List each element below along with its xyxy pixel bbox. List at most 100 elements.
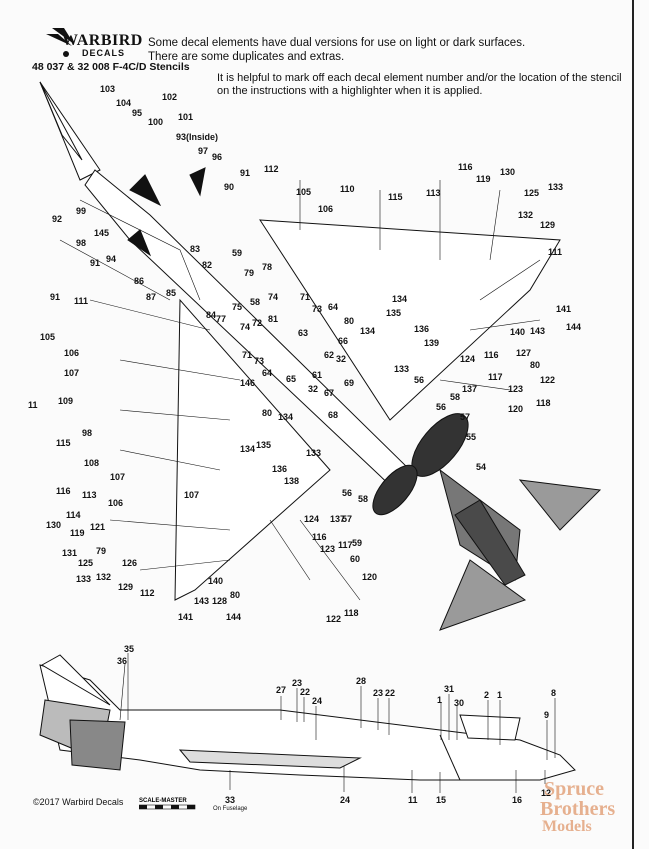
callout-144b: 144	[226, 612, 241, 622]
callout-91b: 91	[240, 168, 250, 178]
callout-73b: 73	[254, 356, 264, 366]
callout-24: 24	[312, 696, 322, 706]
callout-92: 92	[52, 214, 62, 224]
notice-line-2: There are some duplicates and extras.	[148, 51, 345, 63]
callout-133d: 133	[76, 574, 91, 584]
product-code: 48 037 & 32 008 F-4C/D Stencils	[32, 61, 190, 73]
callout-78: 78	[262, 262, 272, 272]
callout-93-inside: 93(Inside)	[176, 132, 218, 142]
callout-11b: 11	[408, 795, 418, 805]
callout-86: 86	[134, 276, 144, 286]
callout-99: 99	[76, 206, 86, 216]
callout-117: 117	[488, 372, 503, 382]
callout-72: 72	[252, 318, 262, 328]
callout-115: 115	[388, 192, 403, 202]
callout-131: 131	[62, 548, 77, 558]
callout-81: 81	[268, 314, 278, 324]
callout-119b: 119	[70, 528, 85, 538]
callout-116c: 116	[312, 532, 327, 542]
callout-59: 59	[232, 248, 242, 258]
callout-120b: 120	[362, 572, 377, 582]
callout-130: 130	[500, 167, 515, 177]
callout-55: 55	[466, 432, 476, 442]
tip-line-2: on the instructions with a highlighter w…	[217, 85, 483, 97]
callout-106b: 106	[64, 348, 79, 358]
callout-62: 62	[324, 350, 334, 360]
callout-129: 129	[540, 220, 555, 230]
callout-125b: 125	[78, 558, 93, 568]
callout-124b: 124	[304, 514, 319, 524]
callout-31: 31	[444, 684, 454, 694]
callout-105b: 105	[40, 332, 55, 342]
callout-101: 101	[178, 112, 193, 122]
callout-58: 58	[450, 392, 460, 402]
callout-121: 121	[90, 522, 105, 532]
callout-23b: 23	[373, 688, 383, 698]
callout-82: 82	[202, 260, 212, 270]
callout-130b: 130	[46, 520, 61, 530]
callout-139: 139	[424, 338, 439, 348]
callout-123b: 123	[320, 544, 335, 554]
callout-23: 23	[292, 678, 302, 688]
callout-109: 109	[58, 396, 73, 406]
callout-84: 84	[206, 310, 216, 320]
callout-67: 67	[324, 388, 334, 398]
logo-wordmark: WARBIRD	[62, 32, 143, 49]
callout-11: 11	[28, 400, 38, 410]
callout-63: 63	[298, 328, 308, 338]
callout-134d: 134	[240, 444, 255, 454]
callout-85: 85	[166, 288, 176, 298]
callout-128: 128	[212, 596, 227, 606]
callout-133c: 133	[306, 448, 321, 458]
callout-138: 138	[284, 476, 299, 486]
callout-105: 105	[296, 187, 311, 197]
callout-134: 134	[392, 294, 407, 304]
callout-133: 133	[548, 182, 563, 192]
callout-32: 32	[336, 354, 346, 364]
callout-118b: 118	[344, 608, 359, 618]
callout-124: 124	[460, 354, 475, 364]
callout-54: 54	[476, 462, 486, 472]
callout-110: 110	[340, 184, 355, 194]
callout-77: 77	[216, 314, 226, 324]
callout-1b: 1	[497, 690, 502, 700]
callout-115b: 115	[56, 438, 71, 448]
callout-32b: 32	[308, 384, 318, 394]
callout-74: 74	[268, 292, 278, 302]
callout-112: 112	[264, 164, 279, 174]
page-border	[632, 0, 634, 849]
callout-134b: 134	[360, 326, 375, 336]
callout-114: 114	[66, 510, 81, 520]
callout-28: 28	[356, 676, 366, 686]
callout-123: 123	[508, 384, 523, 394]
callout-80c: 80	[262, 408, 272, 418]
callout-146: 146	[240, 378, 255, 388]
fuselage-note: On Fuselage	[213, 806, 248, 812]
watermark: Spruce Brothers Models	[536, 778, 644, 842]
callout-79b: 79	[96, 546, 106, 556]
callout-73: 73	[312, 304, 322, 314]
callout-2: 2	[484, 690, 489, 700]
callout-141b: 141	[178, 612, 193, 622]
callout-122b: 122	[326, 614, 341, 624]
callout-16: 16	[512, 795, 522, 805]
callout-80b: 80	[344, 316, 354, 326]
callout-112b: 112	[140, 588, 155, 598]
callout-57: 57	[460, 412, 470, 422]
callout-27: 27	[276, 685, 286, 695]
callout-90: 90	[224, 182, 234, 192]
callout-61: 61	[312, 370, 322, 380]
callout-97: 97	[198, 146, 208, 156]
callout-127: 127	[516, 348, 531, 358]
callout-103: 103	[100, 84, 115, 94]
scalemaster-logo-icon: SCALE-MASTER	[139, 798, 196, 810]
callout-144: 144	[566, 322, 581, 332]
callout-137b: 137	[330, 514, 345, 524]
callout-140b: 140	[208, 576, 223, 586]
callout-137: 137	[462, 384, 477, 394]
callout-125: 125	[524, 188, 539, 198]
callout-117b: 117	[338, 540, 353, 550]
callout-98b: 98	[82, 428, 92, 438]
